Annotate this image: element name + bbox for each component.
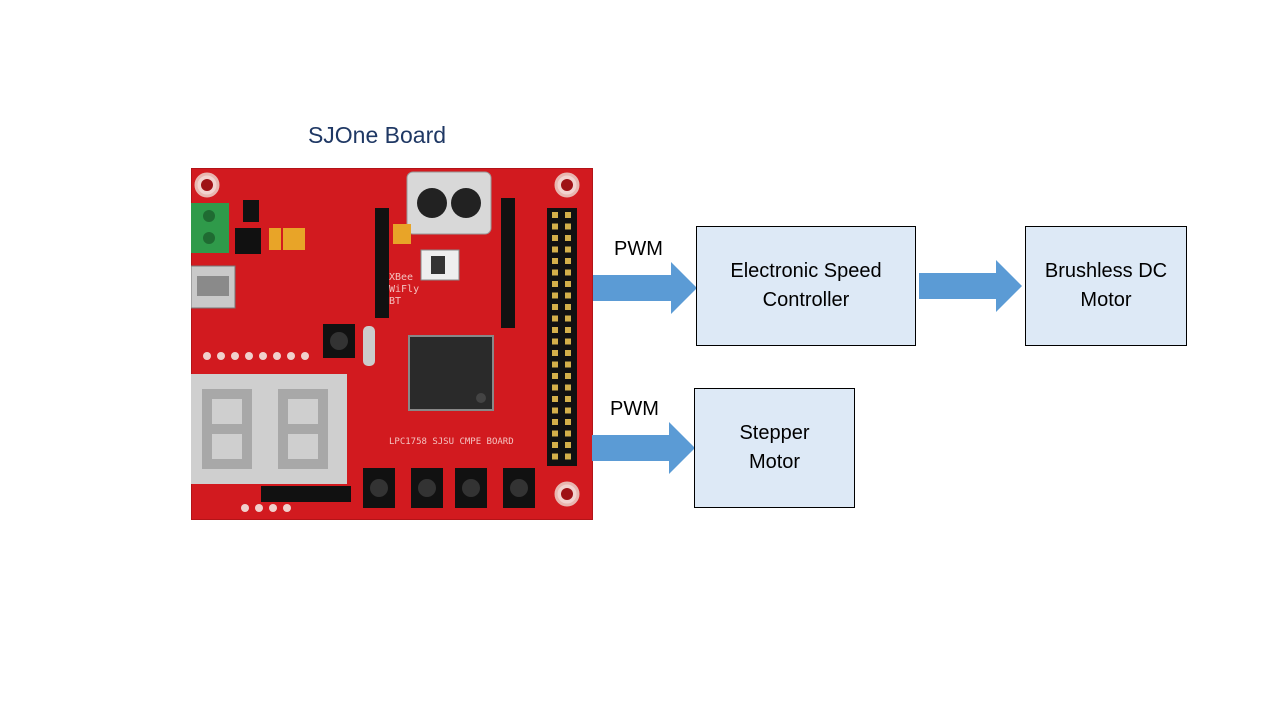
pwm-label-top: PWM: [614, 238, 663, 260]
arrow-esc-to-bldc: [919, 260, 1022, 312]
stepper-motor-block: Stepper Motor: [694, 388, 855, 508]
svg-text:BT: BT: [389, 296, 401, 307]
svg-text:WiFly: WiFly: [389, 284, 419, 295]
sjone-board-image: XBee WiFly BT LPC1758 SJSU CMPE BOARD: [191, 168, 593, 520]
esc-block: Electronic Speed Controller: [696, 226, 916, 346]
arrow-board-to-stepper: [592, 422, 695, 474]
pwm-label-bottom: PWM: [610, 398, 659, 420]
lpc1758-chip: [408, 335, 494, 411]
board-title: SJOne Board: [307, 122, 447, 148]
svg-text:LPC1758 SJSU CMPE BOARD: LPC1758 SJSU CMPE BOARD: [389, 437, 514, 447]
battery-holder: [406, 171, 492, 235]
bldc-label-line2: Motor: [1080, 289, 1132, 311]
esc-label-line2: Controller: [762, 289, 850, 311]
svg-text:XBee: XBee: [389, 272, 413, 283]
bldc-motor-block: Brushless DC Motor: [1025, 226, 1187, 346]
bldc-label-line1: Brushless DC: [1044, 260, 1168, 282]
arrow-board-to-esc: [593, 262, 697, 314]
right-header-pins: [547, 208, 577, 466]
esc-label-line1: Electronic Speed: [730, 260, 882, 282]
stepper-label-line1: Stepper: [739, 422, 810, 444]
stepper-label-line2: Motor: [748, 451, 801, 473]
